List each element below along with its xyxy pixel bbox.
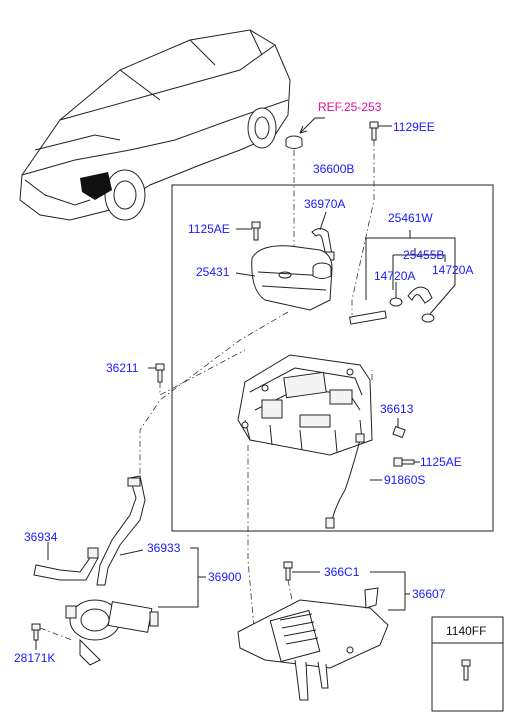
label-91860S[interactable]: 91860S xyxy=(384,473,426,487)
label-25431[interactable]: 25431 xyxy=(196,265,230,279)
label-36600B[interactable]: 36600B xyxy=(313,162,355,176)
label-14720A-left[interactable]: 14720A xyxy=(374,269,416,283)
clamp-14720A-left xyxy=(389,297,403,307)
wire-harness-91860S xyxy=(325,433,365,529)
label-14720A-right[interactable]: 14720A xyxy=(432,263,474,277)
label-1125AE-right[interactable]: 1125AE xyxy=(420,455,462,469)
vehicle-illustration xyxy=(19,29,291,221)
bolt-1129EE xyxy=(369,121,379,141)
label-25455B[interactable]: 25455B xyxy=(403,248,445,262)
label-36934[interactable]: 36934 xyxy=(24,530,58,544)
label-36900[interactable]: 36900 xyxy=(208,570,242,584)
hose-25455B xyxy=(407,286,433,304)
label-1125AE-top[interactable]: 1125AE xyxy=(188,222,230,236)
bolt-1125AE-top xyxy=(251,221,261,241)
reservoir-cap xyxy=(285,135,303,149)
label-36211[interactable]: 36211 xyxy=(106,361,139,375)
hose-36934 xyxy=(33,547,99,581)
tray-36607 xyxy=(237,587,389,701)
pipe-25461W xyxy=(348,310,387,325)
fitting-36613 xyxy=(392,425,406,439)
label-1140FF[interactable]: 1140FF xyxy=(446,624,487,638)
pump-36900 xyxy=(65,599,159,666)
label-36607[interactable]: 36607 xyxy=(412,587,446,601)
label-36970A[interactable]: 36970A xyxy=(304,197,346,211)
label-36933[interactable]: 36933 xyxy=(147,541,181,555)
clamp-14720A-right xyxy=(421,313,435,323)
label-366C1[interactable]: 366C1 xyxy=(324,565,360,579)
label-28171K[interactable]: 28171K xyxy=(14,651,56,665)
label-1129EE[interactable]: 1129EE xyxy=(393,120,435,134)
label-36613[interactable]: 36613 xyxy=(380,402,414,416)
hose-36933 xyxy=(96,475,146,586)
assembly-frame xyxy=(171,184,494,532)
bolt-36211 xyxy=(155,363,165,383)
label-25461W[interactable]: 25461W xyxy=(388,211,433,225)
reservoir-25431 xyxy=(251,245,333,311)
bolt-1140FF xyxy=(461,659,471,681)
bolt-366C1 xyxy=(283,561,293,581)
label-ref-25-253[interactable]: REF.25-253 xyxy=(318,100,382,114)
bolt-28171K xyxy=(31,623,41,641)
bolt-1125AE-right xyxy=(393,457,415,467)
power-control-unit xyxy=(237,354,373,456)
part-box-1140FF xyxy=(431,616,504,712)
